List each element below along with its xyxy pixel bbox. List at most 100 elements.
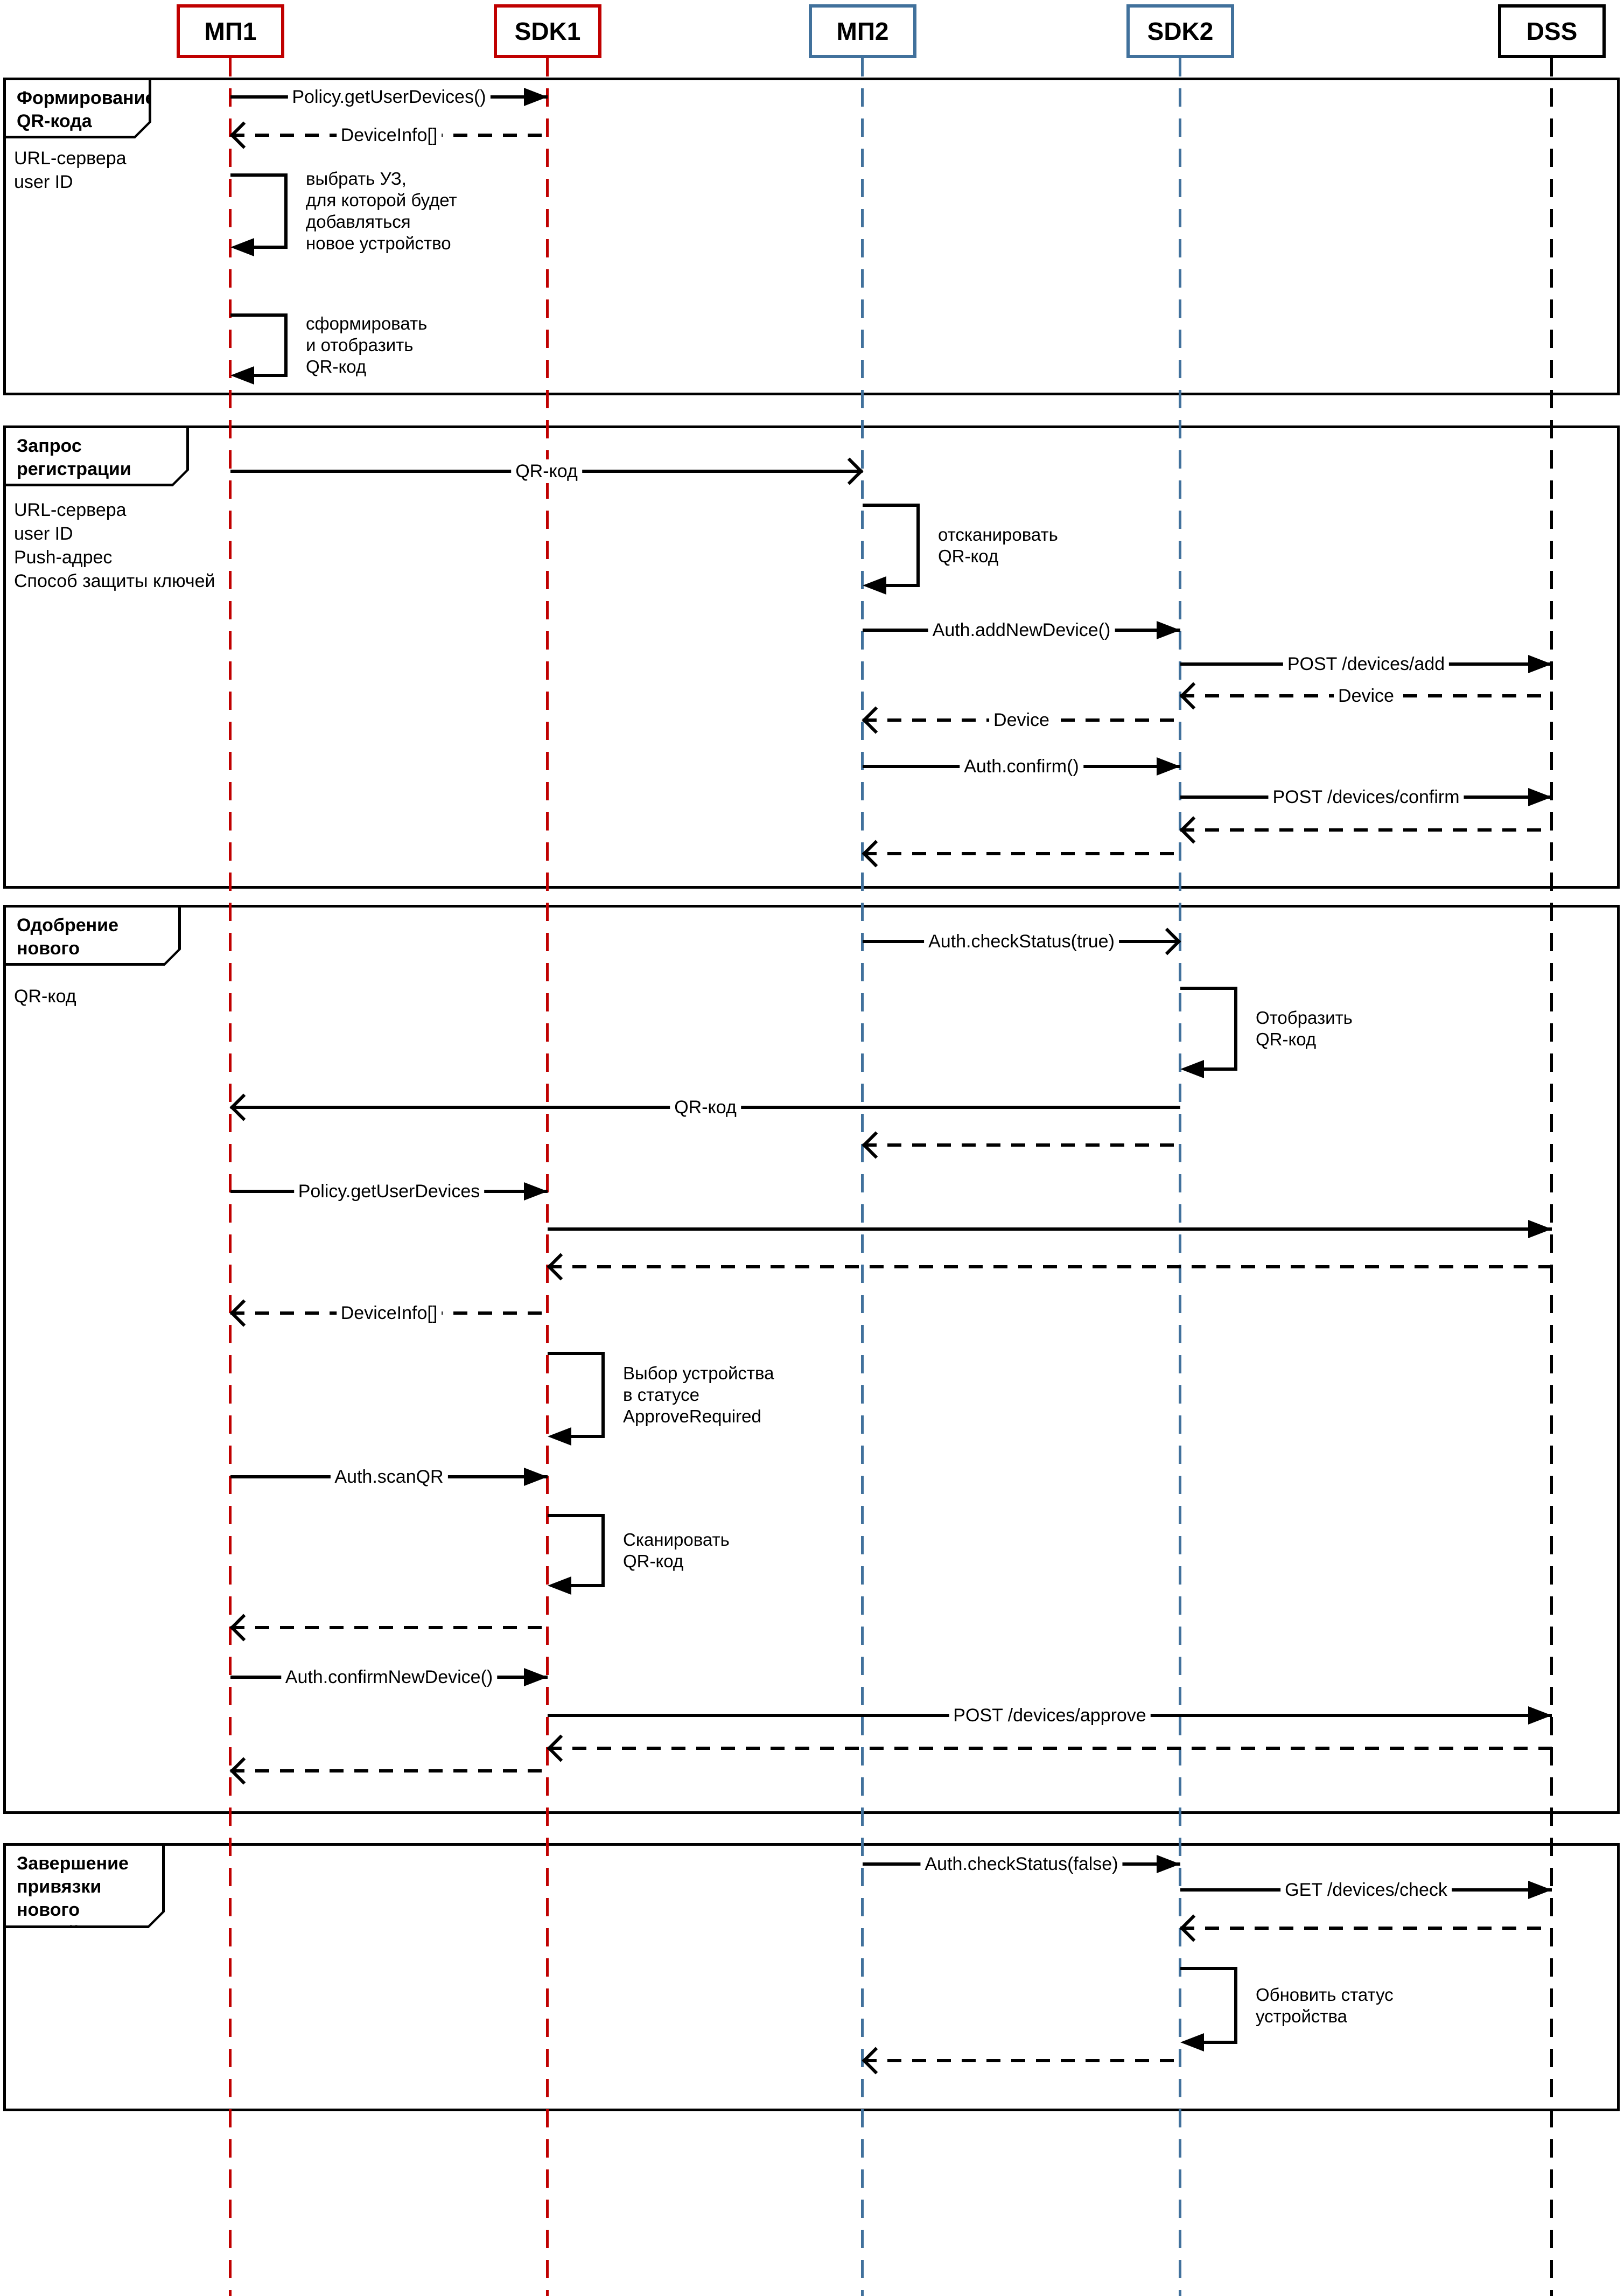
self-message-text-line: Сканировать	[623, 1530, 730, 1550]
lifeline-dss	[1550, 58, 1553, 2296]
arrowhead-filled-icon	[1528, 1881, 1552, 1899]
lifeline-sdk2	[1179, 58, 1181, 2296]
lifeline-box-mp2: МП2	[809, 4, 916, 58]
self-message-right-line	[284, 173, 288, 249]
self-message-bottom-line	[570, 1584, 605, 1587]
message-line	[548, 1227, 1552, 1231]
lifeline-sdk1	[546, 58, 549, 2296]
message-label: QR-код	[511, 459, 582, 483]
arrowhead-filled-icon	[1528, 655, 1552, 673]
frame-1-note: URL-сервера	[14, 148, 127, 169]
self-message-bottom-line	[570, 1435, 605, 1438]
self-message-bottom-line	[253, 246, 288, 249]
self-message-text-line: новое устройство	[306, 233, 451, 253]
self-message-bottom-line	[253, 374, 288, 377]
self-message-top-line	[230, 173, 288, 177]
message-label: QR-код	[670, 1095, 741, 1119]
self-message-top-line	[230, 313, 288, 317]
lifeline-box-dss: DSS	[1498, 4, 1606, 58]
arrowhead-filled-icon	[1528, 1706, 1552, 1725]
self-message-text-line: отсканировать	[938, 524, 1058, 545]
message-line	[230, 1626, 548, 1629]
self-message-text-line: для которой будет	[306, 190, 457, 210]
self-message-right-line	[916, 504, 920, 587]
frame-4-title-line: привязки нового	[17, 1876, 102, 1920]
self-message-text-line: ApproveRequired	[623, 1406, 761, 1426]
message-label: POST /devices/add	[1283, 652, 1450, 676]
self-message-text-line: выбрать УЗ,	[306, 169, 407, 189]
self-message-right-line	[1234, 1967, 1237, 2044]
self-message-bottom-line	[1203, 2041, 1237, 2044]
arrowhead-filled-icon	[524, 88, 548, 106]
frame-2-note: Push-адрес	[14, 547, 113, 568]
self-message-text-line: сформировать	[306, 313, 428, 333]
frame-4-title-line: Завершение	[17, 1853, 129, 1874]
self-message-bottom-line	[885, 584, 920, 587]
frame-4	[3, 1843, 1620, 2111]
self-message-text-line: добавляться	[306, 212, 411, 232]
message-line	[1180, 828, 1552, 832]
message-label: Device	[1334, 684, 1398, 708]
lifeline-box-mp1: МП1	[177, 4, 284, 58]
arrowhead-filled-icon	[1528, 788, 1552, 806]
message-label: Auth.checkStatus(true)	[924, 930, 1119, 953]
self-message-text-line: QR-код	[1256, 1029, 1317, 1049]
arrowhead-filled-icon	[524, 1668, 548, 1686]
frame-2-note: Способ защиты ключей	[14, 571, 215, 591]
self-message-text-line: в статусе	[623, 1385, 700, 1405]
frame-3	[3, 905, 1620, 1814]
message-label: Auth.confirmNewDevice()	[281, 1665, 498, 1689]
frame-1-title-line: Формирование	[17, 88, 156, 108]
self-message-bottom-line	[1203, 1067, 1237, 1071]
self-message-text-line: Обновить статус	[1256, 1984, 1394, 2005]
arrowhead-filled-icon	[1180, 2033, 1204, 2051]
message-line	[863, 1143, 1180, 1147]
lifeline-mp1	[229, 58, 232, 2296]
self-message-top-line	[1180, 987, 1237, 990]
self-message-text-line: и отобразить	[306, 335, 414, 355]
arrowhead-filled-icon	[548, 1576, 571, 1595]
message-label: Auth.addNewDevice()	[928, 618, 1115, 642]
message-label: POST /devices/approve	[949, 1704, 1151, 1727]
frame-2	[3, 425, 1620, 889]
message-line	[230, 1769, 548, 1772]
arrowhead-filled-icon	[524, 1182, 548, 1201]
message-label: Auth.confirm()	[960, 755, 1083, 778]
self-message-text-line: QR-код	[623, 1551, 684, 1571]
self-message-text-line: устройства	[1256, 2006, 1348, 2026]
arrowhead-filled-icon	[524, 1468, 548, 1486]
arrowhead-filled-icon	[1157, 757, 1180, 776]
arrowhead-filled-icon	[230, 238, 254, 256]
message-label: Auth.checkStatus(false)	[920, 1852, 1123, 1876]
self-message-text-line: Выбор устройства	[623, 1363, 774, 1383]
arrowhead-filled-icon	[1157, 621, 1180, 639]
message-label: POST /devices/confirm	[1268, 785, 1464, 809]
message-label: DeviceInfo[]	[336, 1301, 442, 1325]
message-line	[863, 2059, 1180, 2062]
self-message-right-line	[1234, 987, 1237, 1071]
message-label: GET /devices/check	[1280, 1878, 1452, 1902]
self-message-top-line	[863, 504, 920, 507]
self-message-top-line	[548, 1352, 605, 1355]
message-label: Device	[989, 708, 1054, 732]
message-line	[1180, 1927, 1552, 1930]
arrowhead-filled-icon	[1528, 1220, 1552, 1238]
lifeline-mp2	[861, 58, 864, 2296]
self-message-top-line	[1180, 1967, 1237, 1970]
self-message-right-line	[284, 313, 288, 377]
frame-1-title-line: QR-кода	[17, 111, 92, 131]
arrowhead-filled-icon	[1157, 1855, 1180, 1873]
self-message-right-line	[601, 1352, 605, 1438]
frame-3-note: QR-код	[14, 986, 76, 1007]
